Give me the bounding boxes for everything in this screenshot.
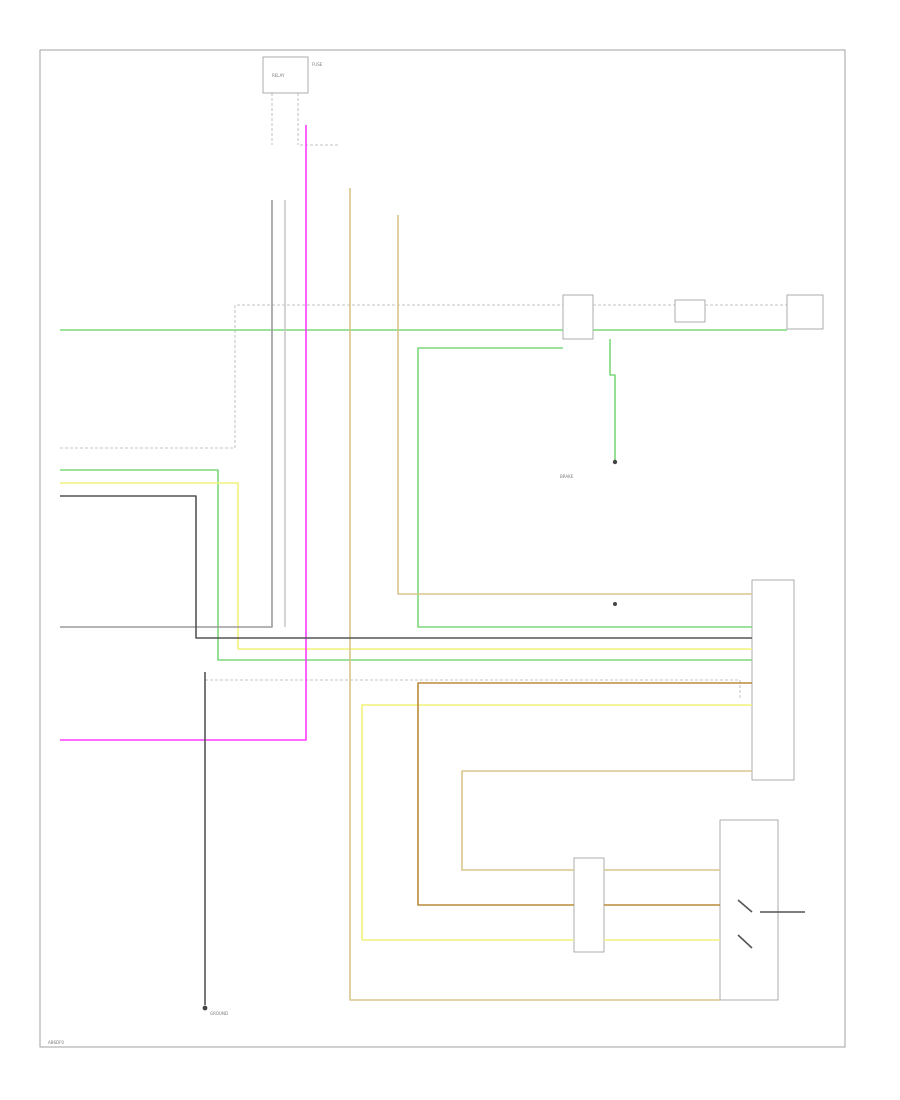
splice-green: [612, 459, 618, 465]
wire-yellow-left: [60, 482, 752, 650]
connector-c3: [573, 857, 605, 953]
wire-black-left: [60, 495, 752, 639]
dashed-run-lower: [205, 679, 741, 700]
diagram-code: AB6DF0: [48, 1040, 64, 1045]
ground-point: [202, 1005, 208, 1011]
relay-box: [262, 56, 309, 94]
control-module: [751, 579, 795, 781]
ground-label: GROUND: [210, 1011, 228, 1016]
brake-label: BRAKE: [560, 474, 574, 479]
wire-tan-loop: [461, 770, 752, 871]
wire-tan-long: [349, 188, 720, 1001]
switch-contact-2: [737, 934, 753, 949]
wire-gray-vertical: [60, 200, 273, 628]
relay-fuse-label: FUSE: [312, 62, 323, 67]
wire-tan-right: [397, 215, 752, 595]
diagram-frame: [39, 49, 846, 1048]
dashed-run-top: [60, 304, 563, 449]
connector-c1: [562, 294, 594, 340]
wire-green-left: [60, 469, 752, 661]
wire-orange: [417, 682, 752, 906]
switch-contact-1: [737, 899, 753, 913]
splice-mid: [613, 602, 617, 606]
wire-green-drop: [609, 339, 616, 460]
module-right: [786, 294, 824, 330]
relay-label: RELAY: [272, 73, 285, 78]
wire-magenta: [60, 125, 307, 741]
wire-green-loop: [417, 347, 752, 628]
connector-c2: [674, 299, 706, 323]
wire-yellow-lower: [361, 704, 752, 940]
